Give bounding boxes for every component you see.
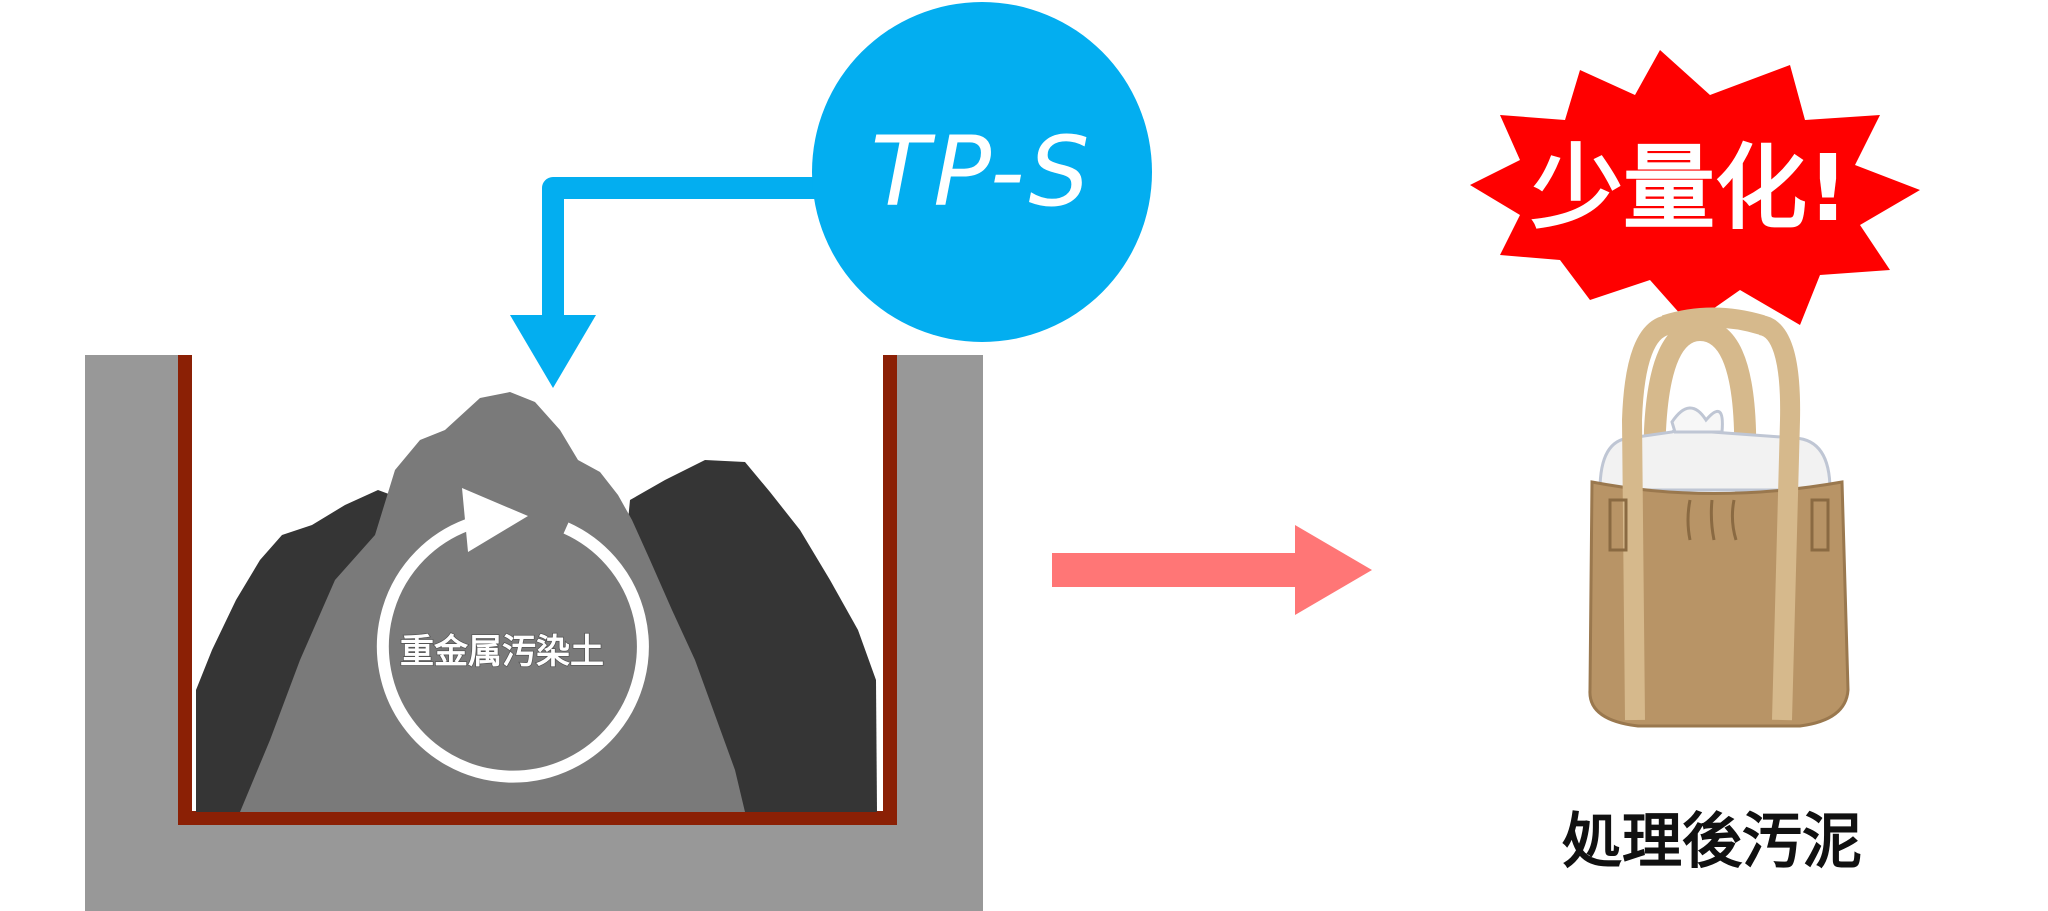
- bag-tie: [1670, 406, 1724, 434]
- burst-shape: [1470, 50, 1920, 325]
- recirculation-arrow: 重金属汚染土: [376, 488, 649, 783]
- bag-front-strap-left: [1621, 315, 1671, 721]
- bulk-bag-icon: 処理後汚泥: [1562, 307, 1862, 877]
- bag-seam-right: [1810, 498, 1830, 552]
- contaminated-soil-pile: [196, 392, 877, 812]
- circular-arrow-icon: [376, 519, 649, 783]
- soil-center-mound: [240, 392, 745, 812]
- reagent-label: TP-S: [871, 116, 1094, 228]
- flow-arrow: [1052, 525, 1372, 615]
- bag-fold-lines: [1686, 499, 1738, 541]
- reduction-callout: 少量化!: [1470, 50, 1920, 325]
- sludge-label: 処理後汚泥: [1562, 807, 1862, 877]
- burst-label: 少量化!: [1531, 135, 1849, 242]
- soil-label: 重金属汚染土: [400, 632, 604, 672]
- feed-line: [542, 177, 815, 318]
- bag-seam-left: [1608, 498, 1628, 552]
- flow-arrow-head: [1295, 525, 1372, 615]
- bag-back-strap: [1639, 318, 1761, 721]
- circular-arrow-head: [462, 488, 528, 552]
- reagent-feed: TP-S: [510, 2, 1152, 388]
- bag-front-strap-right: [1757, 315, 1801, 721]
- tank-liner: [178, 355, 897, 825]
- down-arrow-icon: [510, 315, 596, 388]
- reagent-circle: [812, 2, 1152, 342]
- right-arrow-icon: [1052, 553, 1302, 587]
- bag-front-strap-top: [1661, 307, 1765, 335]
